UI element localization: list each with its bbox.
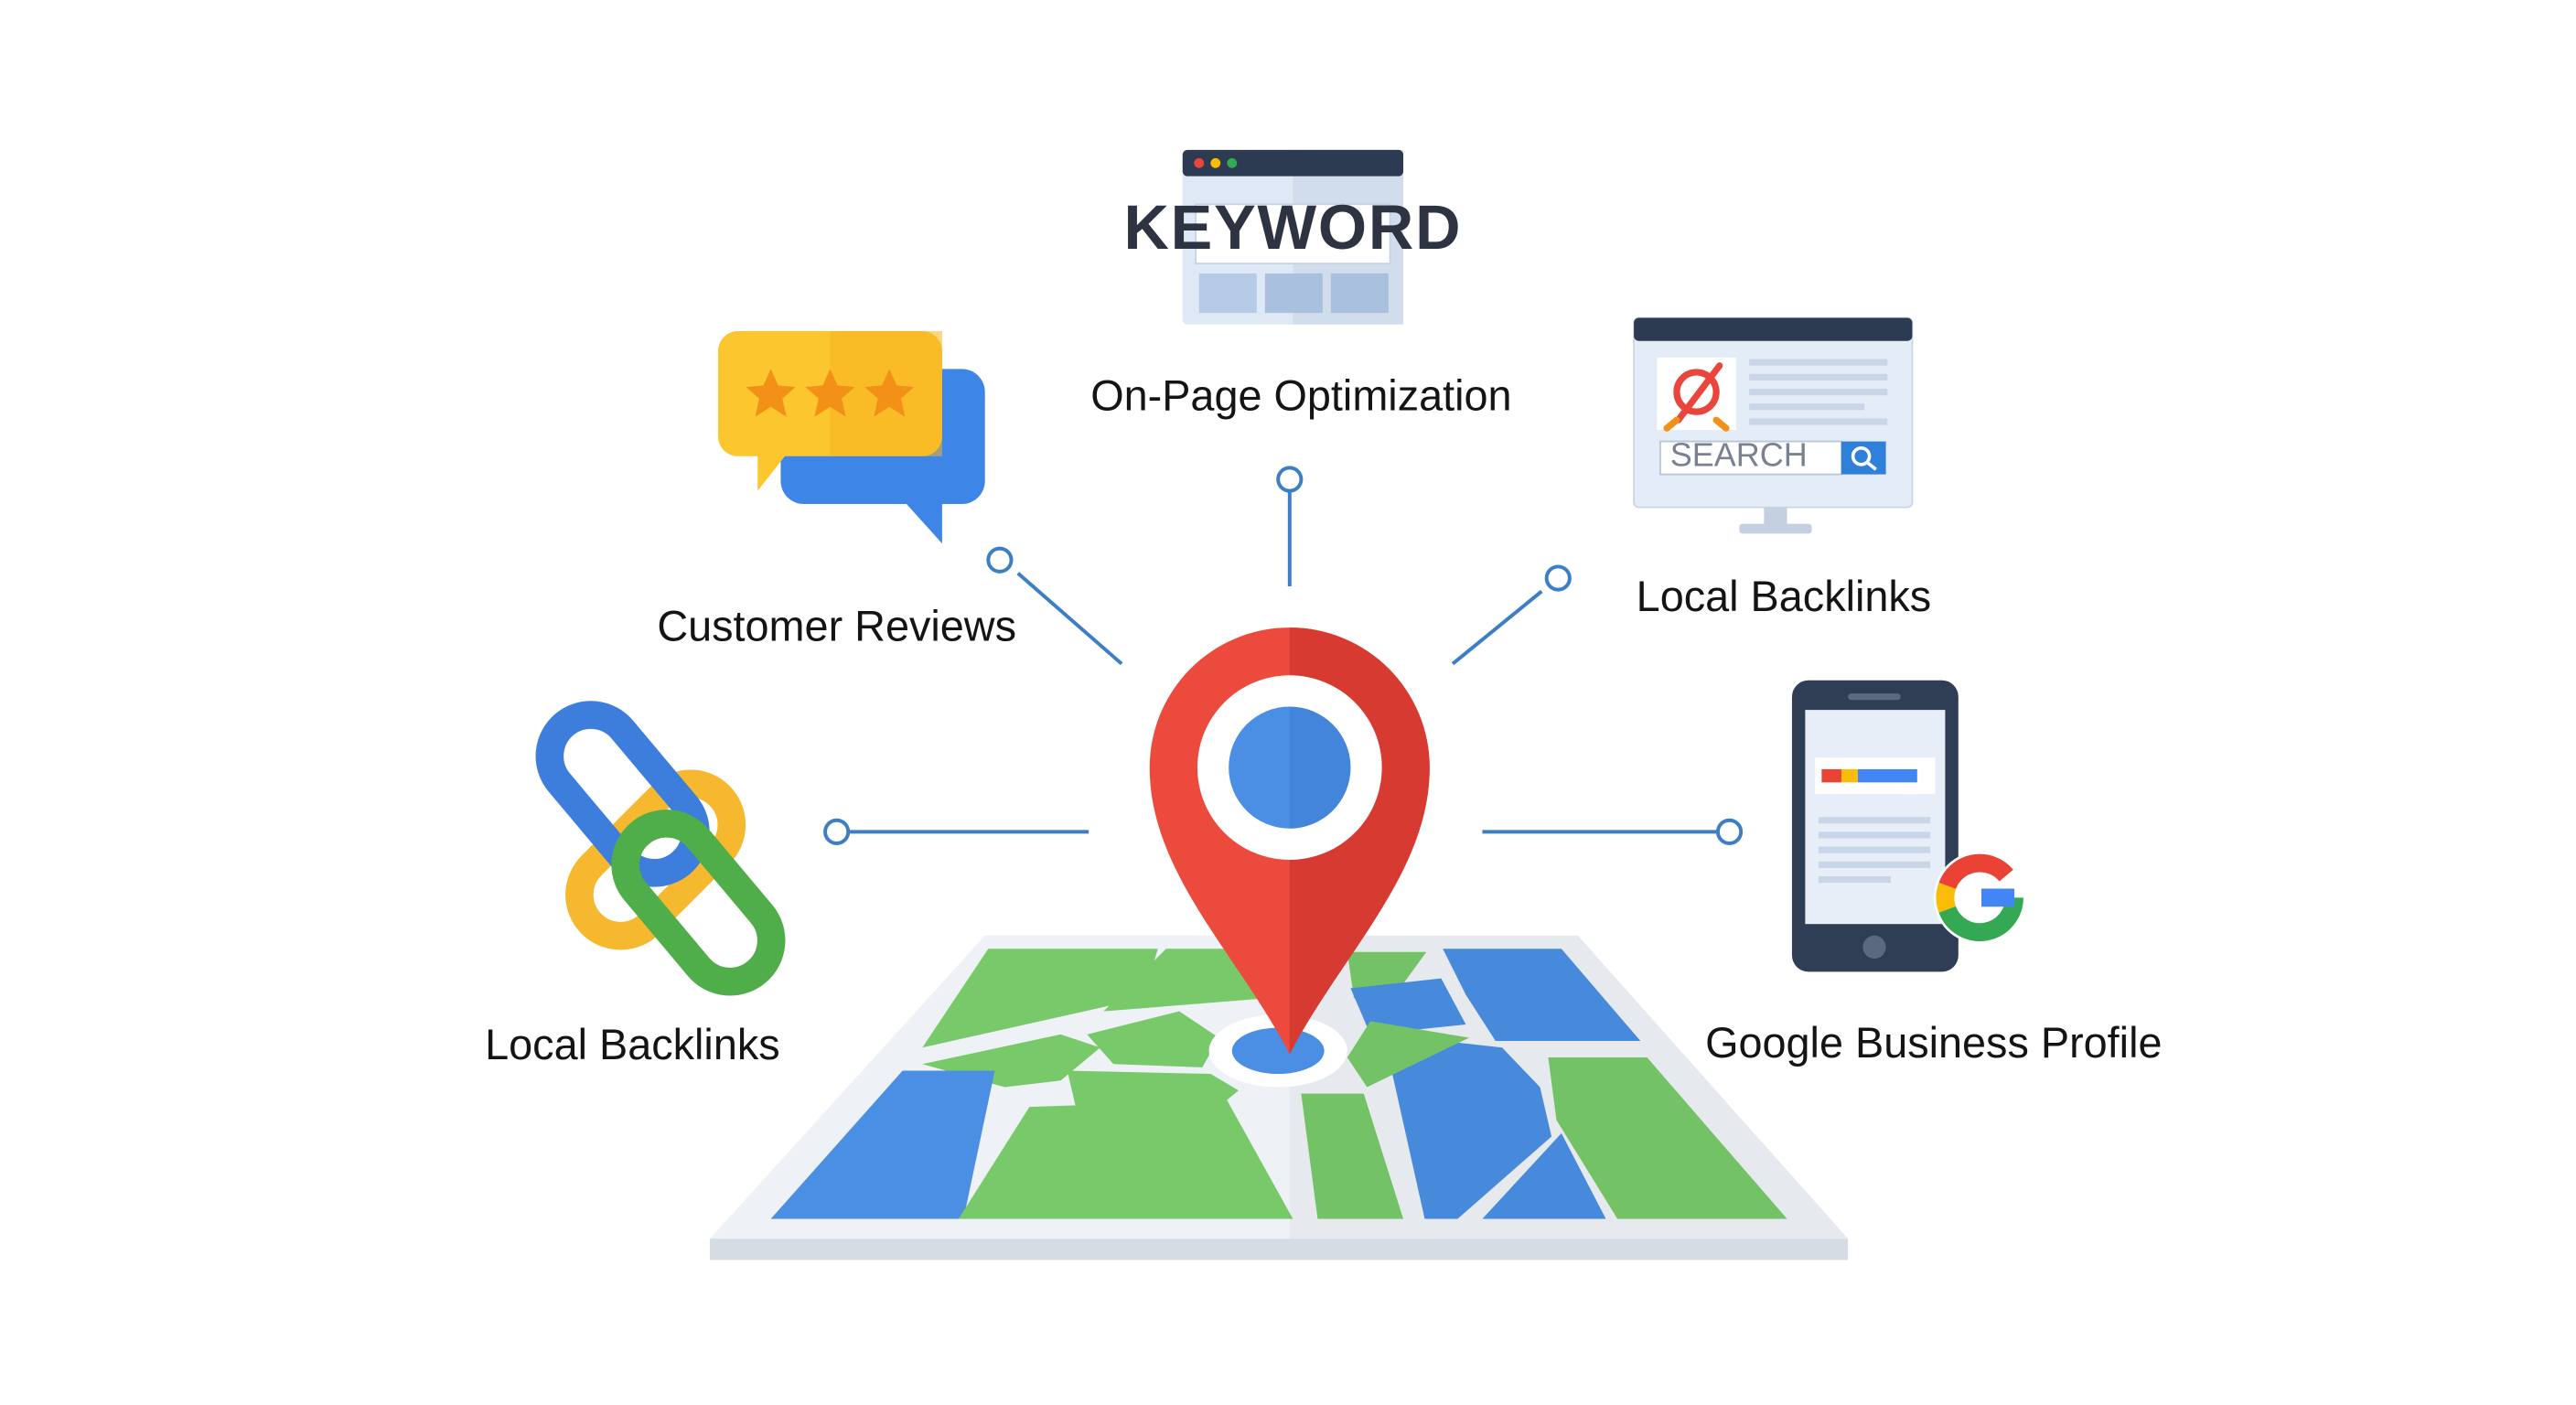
target-logo-icon [1663, 362, 1730, 432]
label-local-backlinks-right: Local Backlinks [1637, 573, 1932, 620]
search-button [1841, 441, 1886, 475]
google-g-icon [1933, 851, 2026, 944]
keyword-text: KEYWORD [1123, 193, 1462, 263]
smartphone-icon [1791, 680, 1959, 972]
connector-top-right [1451, 564, 1572, 666]
connector-top [1276, 466, 1304, 587]
map-icon [710, 935, 1849, 1260]
label-on-page-optimization: On-Page Optimization [1090, 371, 1511, 419]
map-pin-icon [1149, 627, 1430, 1055]
connector-right [1482, 818, 1744, 845]
search-monitor-icon: SEARCH [1633, 316, 1914, 534]
label-local-backlinks-left: Local Backlinks [485, 1021, 780, 1068]
label-customer-reviews: Customer Reviews [657, 602, 1016, 649]
chain-link-icon [535, 701, 786, 996]
star-icons [746, 369, 915, 417]
label-google-business-profile: Google Business Profile [1705, 1019, 2162, 1067]
connector-top-left [986, 546, 1123, 666]
search-placeholder: SEARCH [1670, 436, 1808, 474]
connector-left [823, 818, 1089, 845]
keyword-browser-icon: KEYWORD [1123, 149, 1462, 325]
search-icon [1851, 445, 1877, 471]
connectors [823, 466, 1744, 845]
review-bubble-icon [718, 330, 985, 544]
